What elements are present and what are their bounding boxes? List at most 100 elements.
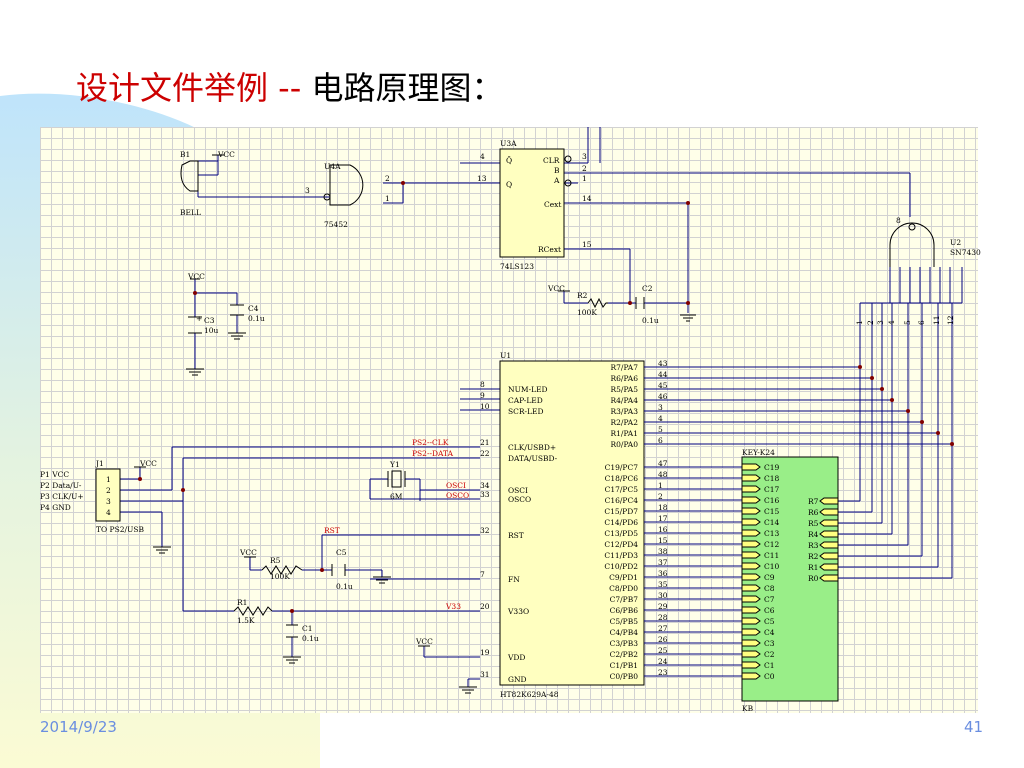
- u2-pin-4: 4: [887, 320, 896, 325]
- slide-title-black: 电路原理图：: [311, 69, 504, 107]
- u2-pin-5: 5: [903, 320, 912, 325]
- bell-vcc: VCC: [217, 150, 235, 159]
- u1-c-pin-35: 35: [658, 580, 668, 589]
- u1-c-pin-36: 36: [658, 569, 668, 578]
- u3a-pin-4: 4: [480, 152, 485, 161]
- u1-ref: U1: [500, 351, 511, 360]
- u1-low-label-1: FN: [508, 575, 520, 584]
- junction-dot: [320, 568, 324, 572]
- kb-c-label-5: C14: [764, 518, 780, 527]
- u1-c-pin-24: 24: [658, 657, 668, 666]
- vdd-vcc: VCC: [415, 637, 433, 646]
- u1-pin-22: 22: [480, 449, 490, 458]
- junction-dot: [950, 442, 954, 446]
- kb-c-label-17: C2: [764, 650, 775, 659]
- c2-value: 0.1u: [642, 316, 659, 325]
- u2-pin-2: 2: [866, 320, 875, 325]
- u1-c-pin-27: 27: [658, 624, 668, 633]
- kb-r-pin-marker: [819, 552, 839, 560]
- bell-name: BELL: [180, 208, 201, 217]
- u1-c-label-6: C13/PD5: [604, 529, 638, 538]
- u1-c-label-14: C5/PB5: [610, 617, 639, 626]
- u3a-label-b: B: [554, 166, 560, 175]
- footer-date: 2014/9/23: [40, 718, 117, 736]
- kb-r-pin-marker: [819, 563, 839, 571]
- u1-c-pin-17: 17: [658, 514, 668, 523]
- u4a-pin-3: 3: [305, 186, 310, 195]
- u1-c-label-4: C15/PD7: [604, 507, 638, 516]
- u3a-ref: U3A: [500, 139, 517, 148]
- u1-pin-7: 7: [480, 570, 485, 579]
- slide-title-red: 设计文件举例 --: [76, 69, 302, 107]
- kb-pin-marker: [741, 639, 761, 647]
- u1-c-label-15: C4/PB4: [610, 628, 639, 637]
- u1-r-pin-6: 6: [658, 436, 663, 445]
- junction-dot: [686, 301, 690, 305]
- u1-r-pin-3: 3: [658, 403, 663, 412]
- u2-pin-12: 12: [946, 315, 955, 325]
- u1-pin-34: 34: [480, 481, 490, 490]
- c3-plus: +: [196, 314, 202, 323]
- u3a-pin-3: 3: [582, 152, 587, 161]
- kb-r-label-0: R7: [808, 497, 819, 506]
- kb-pin-marker: [741, 463, 761, 471]
- j1-pin-1: 1: [106, 475, 111, 484]
- u3a-pin-13: 13: [477, 174, 487, 183]
- u1-r-pin-44: 44: [658, 370, 668, 379]
- u1-pin-33: 33: [480, 490, 490, 499]
- kb-r-label-3: R4: [808, 530, 819, 539]
- kb-c-label-13: C6: [764, 606, 775, 615]
- net-rst: RST: [324, 526, 340, 535]
- kb-pin-marker: [741, 551, 761, 559]
- kb-c-label-0: C19: [764, 463, 780, 472]
- u3a-pin-15: 15: [582, 240, 592, 249]
- kb-r-pin-marker: [819, 541, 839, 549]
- kb-r-pin-marker: [819, 574, 839, 582]
- r1-ref: R1: [237, 598, 247, 607]
- c2-ref: C2: [642, 284, 653, 293]
- kb-c-label-2: C17: [764, 485, 780, 494]
- kb-c-label-12: C7: [764, 595, 775, 604]
- u1-c-label-9: C10/PD2: [604, 562, 638, 571]
- u1-c-label-1: C18/PC6: [605, 474, 639, 483]
- kb-pin-marker: [741, 540, 761, 548]
- net-osci: OSCI: [446, 481, 466, 490]
- kb-c-label-3: C16: [764, 496, 780, 505]
- u2-pin-3: 3: [876, 320, 885, 325]
- kb-pin-marker: [741, 617, 761, 625]
- u4a-ref: U4A: [324, 162, 341, 171]
- r1-value: 1.5K: [237, 616, 255, 625]
- junction-dot: [920, 420, 924, 424]
- c4-ref: C4: [248, 304, 259, 313]
- junction-dot: [890, 398, 894, 402]
- junction-dot: [858, 365, 862, 369]
- u1-c-pin-30: 30: [658, 591, 668, 600]
- u1-pin-31: 31: [480, 670, 490, 679]
- u1-c-label-8: C11/PD3: [604, 551, 638, 560]
- kb-r-label-1: R6: [808, 508, 819, 517]
- kb-r-label-6: R1: [808, 563, 818, 572]
- u1-label-0: NUM-LED: [508, 385, 548, 394]
- kb-pin-marker: [741, 562, 761, 570]
- net-v33: V33: [445, 602, 461, 611]
- u3a-pin-14: 14: [582, 194, 592, 203]
- kb-r-pin-marker: [819, 519, 839, 527]
- kb-r-label-5: R2: [808, 552, 819, 561]
- c5-value: 0.1u: [336, 582, 353, 591]
- u1-r-label-1: R6/PA6: [611, 374, 639, 383]
- u1-r-pin-46: 46: [658, 392, 668, 401]
- j1-label-1: P2 Data/U-: [40, 481, 82, 490]
- bell-ref: B1: [180, 150, 190, 159]
- u1-c-label-13: C6/PB6: [610, 606, 639, 615]
- u1-c-pin-26: 26: [658, 635, 668, 644]
- junction-dot: [628, 301, 632, 305]
- kb-c-label-14: C5: [764, 617, 775, 626]
- u1-low-label-2: V33O: [507, 607, 529, 616]
- u1-r-label-5: R2/PA2: [611, 418, 639, 427]
- u3a-label-rcext: RCext: [538, 245, 561, 254]
- kb-c-label-18: C1: [764, 661, 775, 670]
- c3-value: 10u: [204, 326, 219, 335]
- kb-pin-marker: [741, 606, 761, 614]
- kb-r-pin-marker: [819, 508, 839, 516]
- c5-ref: C5: [336, 548, 347, 557]
